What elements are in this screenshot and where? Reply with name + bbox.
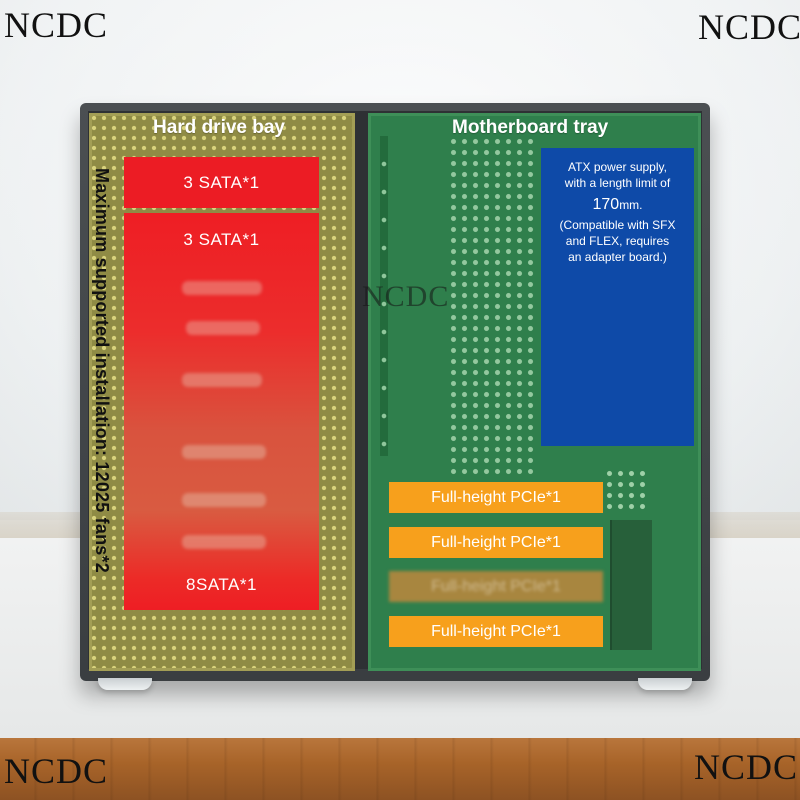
blurred-label bbox=[182, 373, 262, 387]
sata-block-main: 3 SATA*1 8SATA*1 bbox=[124, 213, 319, 610]
psu-length-value: 170 bbox=[592, 196, 620, 213]
watermark-bottom-left: NCDC bbox=[4, 751, 109, 791]
hard-drive-bay-title: Hard drive bay bbox=[153, 117, 285, 138]
fan-support-note: Maximum supported installation: 12025 fa… bbox=[92, 168, 112, 573]
blurred-label bbox=[182, 493, 266, 507]
watermark-bottom-right: NCDC bbox=[694, 747, 799, 787]
case-foot-left bbox=[98, 678, 152, 690]
sata-block-top: 3 SATA*1 bbox=[124, 157, 319, 208]
pcie-slot-label-3: Full-height PCIe*1 bbox=[389, 571, 603, 602]
psu-info-box: ATX power supply, with a length limit of… bbox=[541, 148, 694, 446]
watermark-top-left: NCDC bbox=[4, 5, 109, 45]
tray-holes bbox=[379, 150, 389, 450]
psu-length: 170mm. bbox=[541, 197, 694, 213]
expansion-bracket bbox=[610, 520, 652, 650]
blurred-label bbox=[182, 281, 262, 295]
watermark-center: NCDC bbox=[362, 280, 450, 313]
wood-floor bbox=[0, 738, 800, 800]
motherboard-tray-title: Motherboard tray bbox=[452, 117, 609, 138]
tray-vent-holes-small bbox=[604, 468, 646, 512]
pcie-slot-label-1: Full-height PCIe*1 bbox=[389, 482, 603, 513]
pcie-slot-label-2: Full-height PCIe*1 bbox=[389, 527, 603, 558]
psu-note-2: and FLEX, requires bbox=[565, 234, 670, 248]
tray-vent-holes bbox=[448, 136, 538, 476]
psu-line-2: with a length limit of bbox=[564, 176, 671, 190]
sata-label-3: 8SATA*1 bbox=[186, 575, 257, 594]
blurred-label bbox=[182, 535, 266, 549]
case-foot-right bbox=[638, 678, 692, 690]
blurred-label bbox=[186, 321, 260, 335]
blurred-label bbox=[182, 445, 266, 459]
psu-note-3: an adapter board.) bbox=[568, 250, 667, 264]
sata-label-1: 3 SATA*1 bbox=[183, 173, 260, 192]
watermark-top-right: NCDC bbox=[698, 7, 800, 47]
psu-line-1: ATX power supply, bbox=[568, 160, 667, 174]
psu-length-unit: mm. bbox=[619, 198, 643, 212]
sata-label-2: 3 SATA*1 bbox=[183, 230, 260, 249]
psu-note-1: (Compatible with SFX bbox=[559, 218, 676, 232]
pcie-slot-label-4: Full-height PCIe*1 bbox=[389, 616, 603, 647]
